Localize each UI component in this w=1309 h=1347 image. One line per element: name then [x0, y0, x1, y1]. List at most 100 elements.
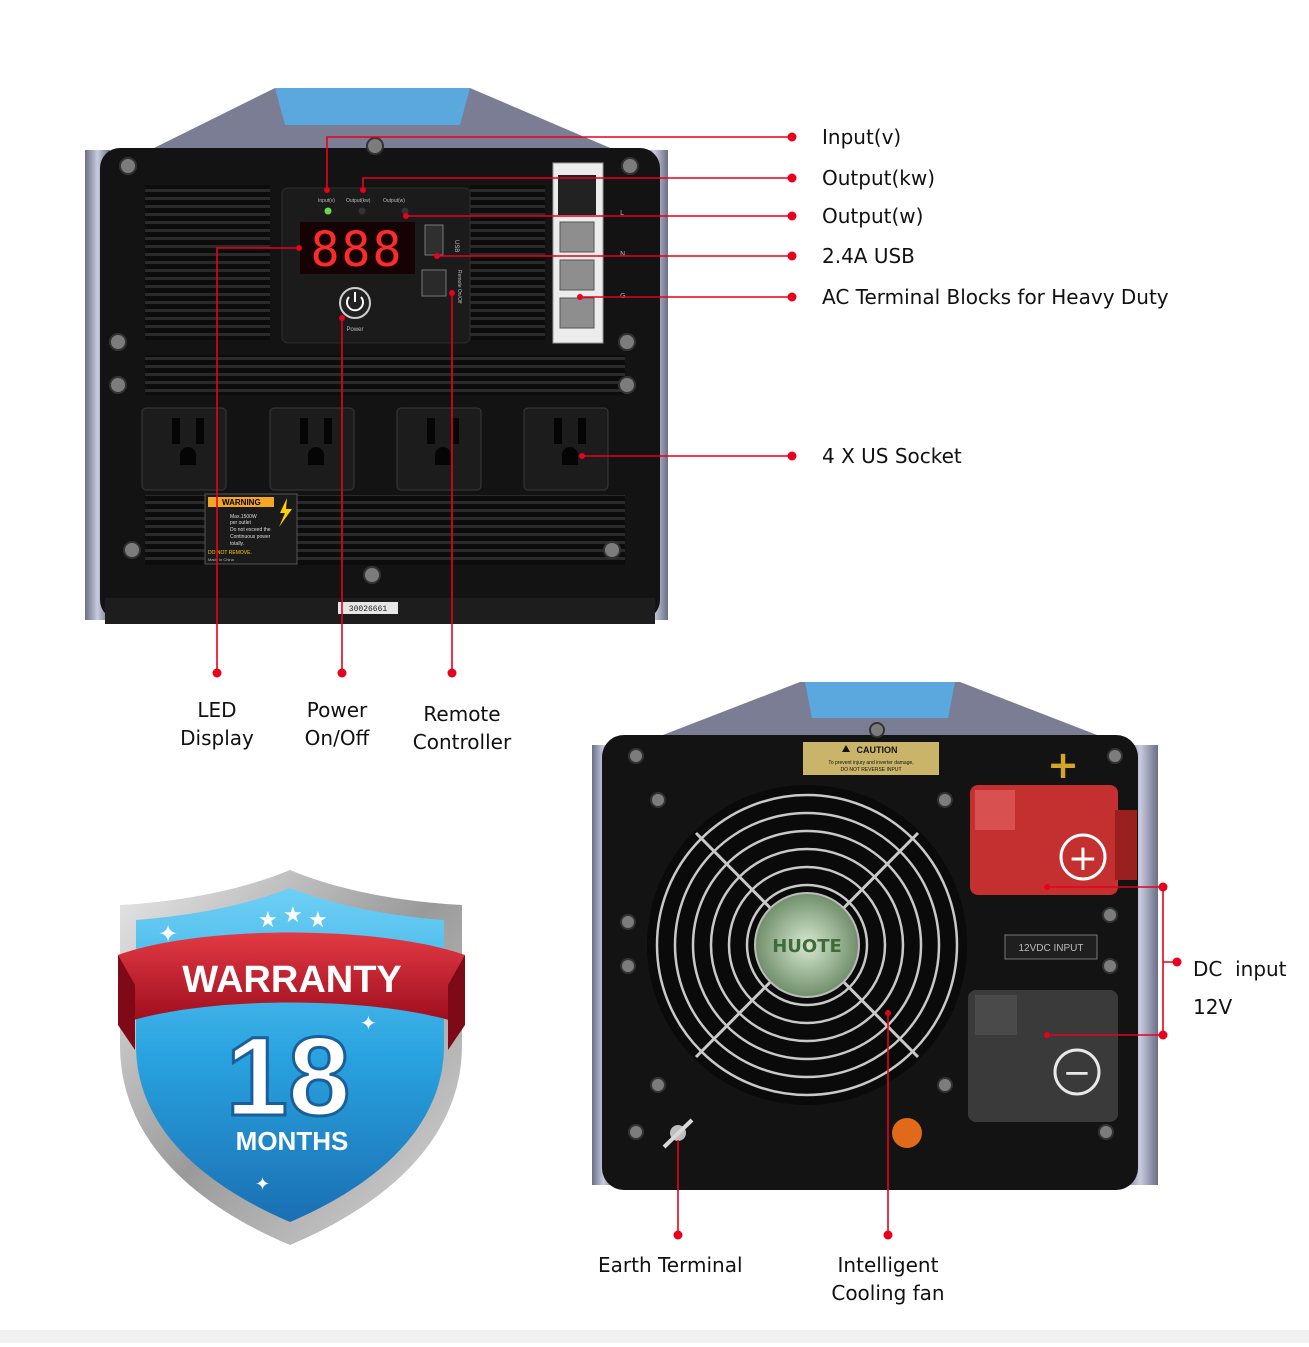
screw	[1098, 1124, 1114, 1140]
us-socket	[523, 407, 609, 491]
indicator-led-kw	[358, 207, 366, 215]
callout-label-us-socket: 4 X US Socket	[822, 444, 962, 468]
label-line: Intelligent	[837, 1253, 939, 1277]
plus-gold-mark: +	[1047, 743, 1079, 787]
sparkle-icon: ✦	[360, 1011, 377, 1035]
rear-panel: CAUTION To prevent injury and inverter d…	[592, 682, 1158, 1190]
caution-title: CAUTION	[857, 745, 898, 755]
callout-label-usb: 2.4A USB	[822, 244, 915, 268]
front-panel: Input(v) Output(kw) Output(w) 888 Power …	[85, 88, 668, 624]
warning-footer: DO NOT REMOVE.	[208, 550, 252, 556]
screw	[621, 157, 639, 175]
screw	[628, 748, 644, 764]
label-line: Remote	[423, 702, 501, 726]
callout-label-output-w: Output(w)	[822, 204, 924, 228]
warranty-badge: ★ ★ ★ WARRANTY 18 MONTHS ✦ ✦ ✦	[118, 870, 465, 1245]
fan-guard-ring	[691, 829, 923, 1061]
power-button[interactable]	[339, 287, 371, 319]
screw	[620, 958, 636, 974]
callout-line-led-display	[216, 247, 299, 673]
screw	[119, 157, 137, 175]
callout-label-ac-terminal: AC Terminal Blocks for Heavy Duty	[822, 285, 1169, 309]
fan-guard-ring	[655, 793, 959, 1097]
screw	[618, 376, 636, 394]
bottom-strip	[0, 1330, 1309, 1343]
us-sockets	[141, 407, 609, 491]
screw	[109, 333, 127, 351]
usb-port[interactable]	[424, 224, 444, 256]
indicator-label: Input(v)	[318, 198, 335, 204]
screw	[109, 376, 127, 394]
warranty-unit: MONTHS	[236, 1126, 349, 1156]
label-line: Controller	[412, 730, 512, 754]
warranty-number: 18	[226, 1014, 351, 1139]
callout-label-input-v: Input(v)	[822, 125, 902, 149]
indicator-led-input	[324, 207, 332, 215]
warranty-ribbon-tail-right	[448, 955, 465, 1050]
warning-line: Continuous power	[230, 534, 271, 540]
callout-label-power: Power On/Off	[277, 696, 397, 752]
callout-label-led-display: LED Display	[157, 696, 277, 752]
screw	[650, 1077, 666, 1093]
rear-screws	[620, 722, 1123, 1140]
callout-line-output-kw	[362, 177, 792, 190]
power-icon	[346, 292, 364, 312]
us-socket	[269, 407, 355, 491]
screw	[1102, 907, 1118, 923]
warning-line: totally.	[230, 541, 244, 547]
serial-sticker	[338, 602, 398, 614]
sparkle-icon: ✦	[158, 920, 178, 948]
screw	[650, 792, 666, 808]
caution-line: To prevent injury and inverter damage,	[828, 760, 913, 766]
indicator-label: Output(w)	[383, 198, 405, 204]
minus-symbol: −	[1063, 1053, 1092, 1093]
warning-sticker: WARNING Max.1500W per outlet Do not exce…	[204, 493, 298, 565]
callout-label-earth: Earth Terminal	[598, 1253, 743, 1277]
dc-input-plate	[1004, 934, 1098, 960]
star-icon: ★	[308, 908, 328, 933]
callout-lines	[216, 136, 1177, 1235]
front-screws	[109, 137, 639, 584]
usb-port-label: USB	[453, 240, 459, 252]
label-line: On/Off	[304, 726, 370, 750]
earth-terminal-screw	[662, 1118, 694, 1149]
minus-icon	[1053, 1048, 1101, 1096]
remote-port[interactable]	[421, 269, 447, 297]
fan-guard-ring	[709, 847, 905, 1043]
indicator-row: Input(v) Output(kw) Output(w)	[318, 198, 409, 215]
indicator-label: Output(kw)	[346, 198, 371, 204]
terminal-letter: G	[620, 292, 625, 300]
callout-dots	[212, 132, 1182, 1240]
remote-port-label: Remote On/Off	[456, 270, 462, 304]
dc-negative-terminal	[968, 990, 1118, 1122]
screw	[937, 792, 953, 808]
ac-terminal-block	[552, 162, 604, 344]
screw	[869, 722, 885, 738]
screw	[603, 541, 621, 559]
vent-grille-mid	[145, 355, 625, 395]
screw	[618, 333, 636, 351]
fan-guard-ring	[673, 811, 941, 1079]
caution-line: DO NOT REVERSE INPUT	[840, 767, 901, 773]
screw	[620, 914, 636, 930]
warning-line: Max.1500W	[230, 514, 257, 520]
fan-guard-ring	[745, 883, 869, 1007]
screw	[628, 1124, 644, 1140]
warranty-ribbon-tail-left	[118, 955, 135, 1050]
serial-number: 30026661	[349, 605, 388, 614]
screw	[937, 1077, 953, 1093]
led-display	[300, 222, 415, 274]
dc-input-plate-text: 12VDC INPUT	[1018, 943, 1083, 954]
led-display-digits: 888	[311, 222, 404, 278]
label-line: Power	[306, 698, 368, 722]
star-icon: ★	[258, 908, 278, 933]
indicator-led-w	[401, 207, 409, 215]
warning-line: per outlet	[230, 520, 251, 526]
label-line: DC input	[1193, 957, 1287, 981]
caution-triangle-icon	[842, 745, 850, 752]
plus-icon	[1059, 833, 1107, 881]
terminal-letter: N	[620, 250, 625, 258]
cooling-fan: HUOTE	[647, 785, 967, 1105]
callout-label-dc-input: DC input 12V	[1193, 950, 1287, 1026]
